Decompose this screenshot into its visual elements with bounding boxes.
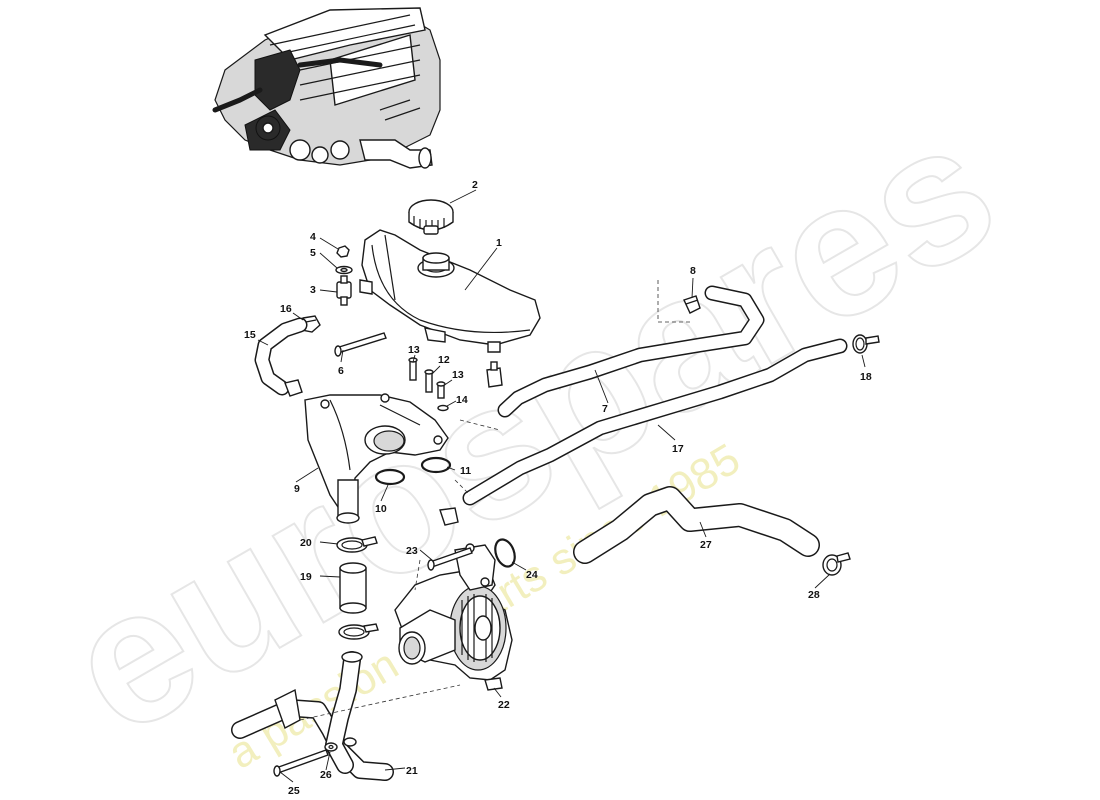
callout-17: 17	[672, 443, 684, 455]
callout-21: 21	[406, 765, 418, 777]
callout-5: 5	[310, 247, 316, 259]
expansion-tank	[359, 229, 541, 353]
callout-3: 3	[310, 284, 316, 296]
thermostat-housing	[304, 393, 449, 524]
callout-8: 8	[690, 265, 696, 277]
callout-15: 15	[244, 329, 256, 341]
callout-14: 14	[456, 394, 468, 406]
hose-clip-18	[852, 334, 880, 354]
callout-2: 2	[472, 179, 478, 191]
callout-27: 27	[700, 539, 712, 551]
hose-17	[439, 338, 848, 526]
bolt-23	[427, 547, 473, 571]
callout-19: 19	[300, 571, 312, 583]
o-ring-11	[420, 456, 452, 474]
engine-overview-illustration	[212, 7, 441, 169]
hose-clamp-20	[336, 536, 378, 553]
o-ring-24	[494, 538, 516, 568]
watermark-brand: eurospares	[35, 80, 1028, 776]
callout-11: 11	[460, 465, 471, 477]
o-ring-10	[374, 468, 406, 486]
callout-16: 16	[280, 303, 292, 315]
callout-13b: 13	[452, 369, 464, 381]
callout-20: 20	[300, 537, 312, 549]
callout-13a: 13	[408, 344, 420, 356]
callout-12: 12	[438, 354, 450, 366]
callout-7: 7	[602, 403, 608, 415]
alignment-lines	[299, 280, 690, 721]
callout-28: 28	[808, 589, 820, 601]
hose-clip-28	[822, 552, 851, 576]
callout-26: 26	[320, 769, 332, 781]
callout-10: 10	[375, 503, 387, 515]
hose-27	[573, 486, 820, 564]
hose-7	[497, 285, 765, 418]
mount-hardware-4-5-3	[335, 245, 353, 306]
bolt-6	[334, 332, 387, 357]
callouts: 1 2 3 4 5 6 7 8 9 10 11 12 13 13 14 15 1…	[244, 179, 872, 797]
filler-cap	[408, 199, 454, 235]
washer-26	[324, 742, 338, 752]
fasteners-12-13-14	[408, 357, 503, 412]
callout-18: 18	[860, 371, 872, 383]
callout-23: 23	[406, 545, 418, 557]
callout-4: 4	[310, 231, 316, 243]
callout-6: 6	[338, 365, 344, 377]
water-pump-22	[394, 543, 513, 691]
bolt-25	[273, 749, 329, 777]
callout-22: 22	[498, 699, 510, 711]
hose-15	[254, 317, 308, 397]
leader-lines	[257, 189, 866, 783]
watermark: eurospares a passion for parts since 198…	[34, 79, 1029, 779]
hose-clamp-lower	[338, 623, 379, 640]
callout-9: 9	[294, 483, 300, 495]
hose-sleeve-19	[339, 562, 367, 614]
callout-24: 24	[526, 569, 538, 581]
coolant-pipe-21	[231, 651, 394, 781]
callout-1: 1	[496, 237, 502, 249]
callout-25: 25	[288, 785, 300, 797]
